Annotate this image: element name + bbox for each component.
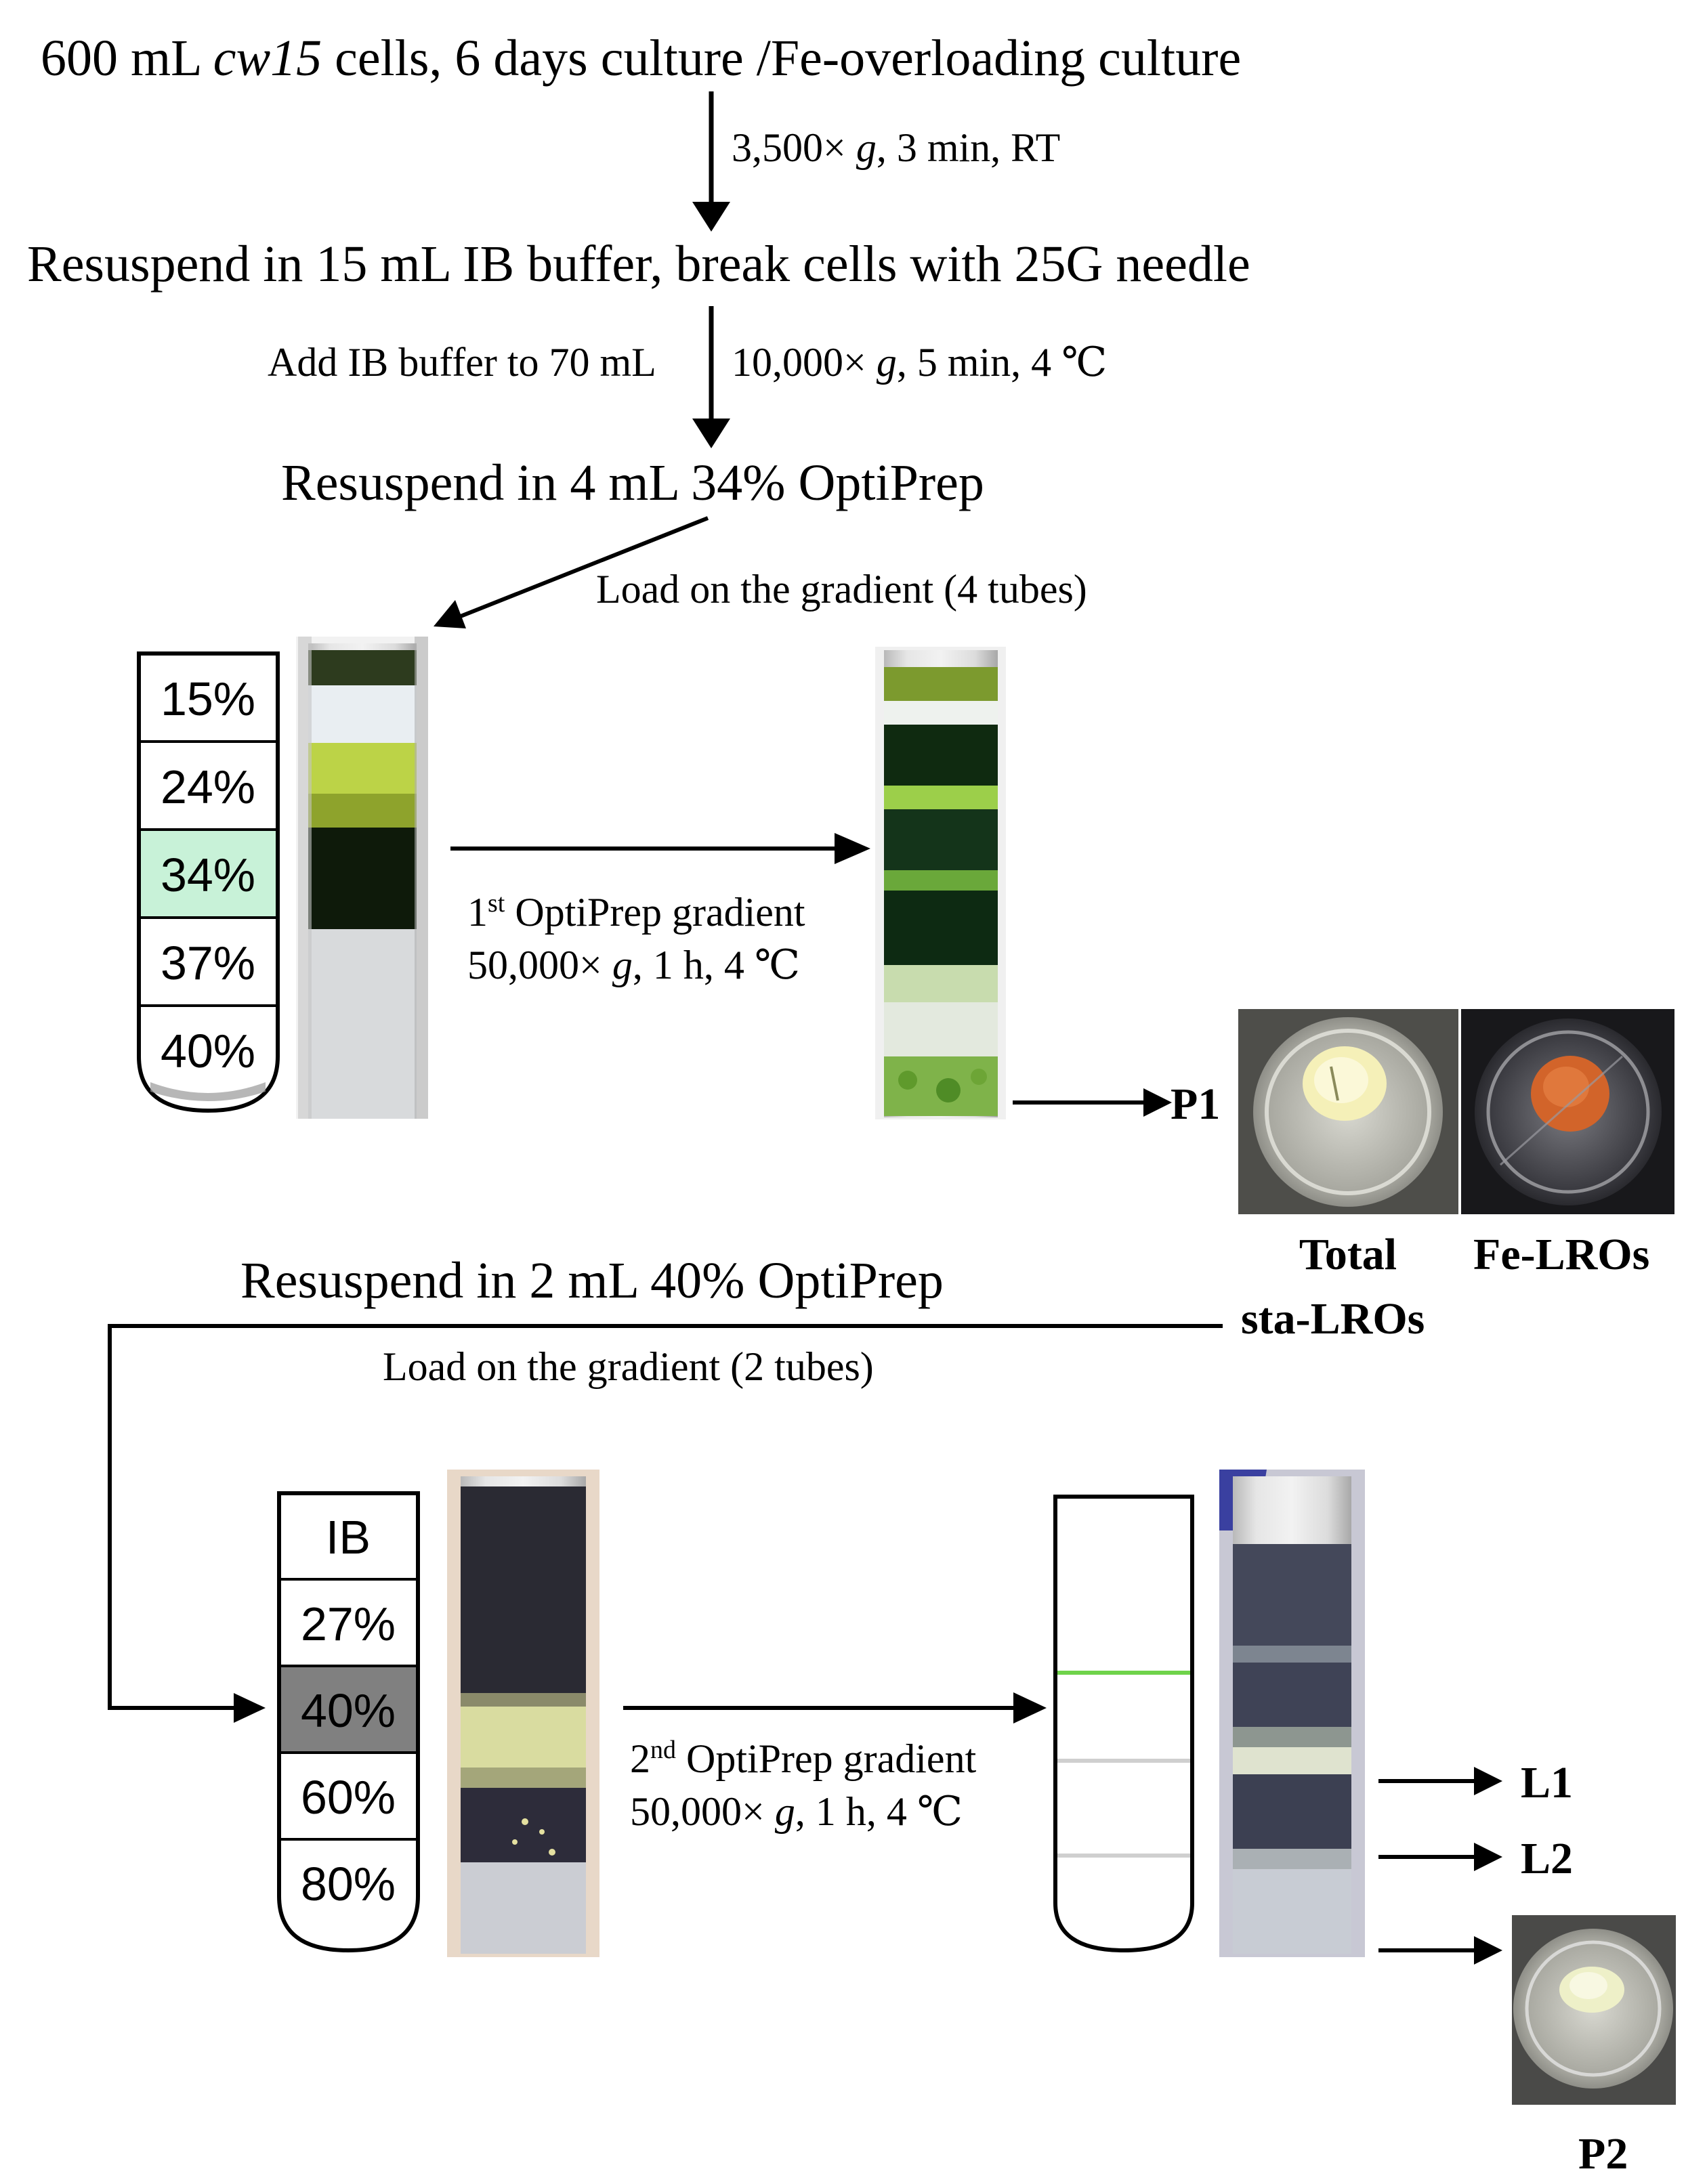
- arrowhead-return: [234, 1693, 266, 1723]
- arrowhead-gradient-1: [835, 833, 870, 864]
- tube2-layer-2: 27%: [301, 1598, 396, 1650]
- fraction-l1-label: L1: [1521, 1758, 1574, 1807]
- tube-schematic-1: 15% 24% 34% 37% 40%: [137, 651, 280, 1113]
- gradient-1-spin: 50,000× g, 1 h, 4 ℃: [467, 943, 800, 987]
- tube2-layer-5: 80%: [301, 1858, 396, 1910]
- photo-tube-after-gradient-2: [1219, 1470, 1365, 1957]
- tube-schematic-2: IB 27% 40% 60% 80%: [277, 1491, 420, 1953]
- photo-tube-before-gradient-1: [296, 637, 428, 1119]
- load-gradient-2-tubes: Load on the gradient (2 tubes): [383, 1344, 874, 1389]
- arrowhead-load-1: [434, 600, 466, 628]
- fraction-p1-label: P1: [1171, 1079, 1221, 1129]
- arrowhead-p1: [1143, 1088, 1172, 1117]
- tube1-layer-2: 24%: [161, 761, 255, 813]
- add-ib-buffer-label: Add IB buffer to 70 mL: [268, 340, 656, 385]
- tube-schematic-3: [1053, 1495, 1194, 1953]
- gradient-2-title: 2nd OptiPrep gradient: [630, 1736, 977, 1781]
- tube1-layer-5: 40%: [161, 1025, 255, 1077]
- arrowhead-down-2: [692, 419, 730, 448]
- fraction-l2-label: L2: [1521, 1834, 1574, 1883]
- total-sta-lros-label-2: sta-LROs: [1241, 1294, 1425, 1344]
- photo-tube-after-gradient-1: [875, 647, 1006, 1119]
- arrowhead-down-1: [692, 202, 730, 232]
- photo-tube-before-gradient-2: [447, 1470, 599, 1957]
- return-line: [108, 1324, 1223, 1710]
- arrowhead-l2: [1474, 1843, 1502, 1871]
- arrowhead-l1: [1474, 1767, 1502, 1795]
- tube1-layer-4: 37%: [161, 937, 255, 989]
- tube1-layer-34-highlight: [139, 830, 278, 918]
- step-resuspend-34: Resuspend in 4 mL 34% OptiPrep: [281, 454, 984, 511]
- tube2-layer-3: 40%: [301, 1684, 396, 1737]
- photo-total-sta-lros-dish: [1238, 1009, 1458, 1214]
- tube1-layer-3: 34%: [161, 849, 255, 901]
- step-start-cells: 600 mL cw15 cells, 6 days culture /Fe-ov…: [41, 30, 1242, 87]
- arrow-load-1: [459, 516, 709, 618]
- total-sta-lros-label-1: Total: [1299, 1230, 1397, 1279]
- spin-condition-2: 10,000× g, 5 min, 4 ℃: [732, 340, 1108, 385]
- fe-lros-label: Fe-LROs: [1473, 1230, 1650, 1279]
- step-resuspend-ib: Resuspend in 15 mL IB buffer, break cell…: [27, 236, 1250, 293]
- arrowhead-gradient-2: [1013, 1692, 1047, 1723]
- tube2-layer-40-highlight: [279, 1666, 418, 1753]
- tube1-layer-1: 15%: [161, 672, 255, 725]
- arrowhead-p2: [1474, 1936, 1502, 1965]
- tube2-layer-4: 60%: [301, 1771, 396, 1824]
- fraction-p2-label: P2: [1578, 2129, 1628, 2179]
- gradient-1-title: 1st OptiPrep gradient: [467, 889, 805, 935]
- gradient-2-spin: 50,000× g, 1 h, 4 ℃: [630, 1789, 963, 1834]
- photo-fe-lros-dish: [1461, 1009, 1674, 1214]
- tube2-layer-1: IB: [326, 1511, 371, 1564]
- spin-condition-1: 3,500× g, 3 min, RT: [732, 125, 1061, 170]
- photo-p2-dish: [1512, 1915, 1676, 2105]
- load-gradient-4-tubes: Load on the gradient (4 tubes): [596, 567, 1087, 612]
- step-resuspend-40: Resuspend in 2 mL 40% OptiPrep: [240, 1252, 944, 1309]
